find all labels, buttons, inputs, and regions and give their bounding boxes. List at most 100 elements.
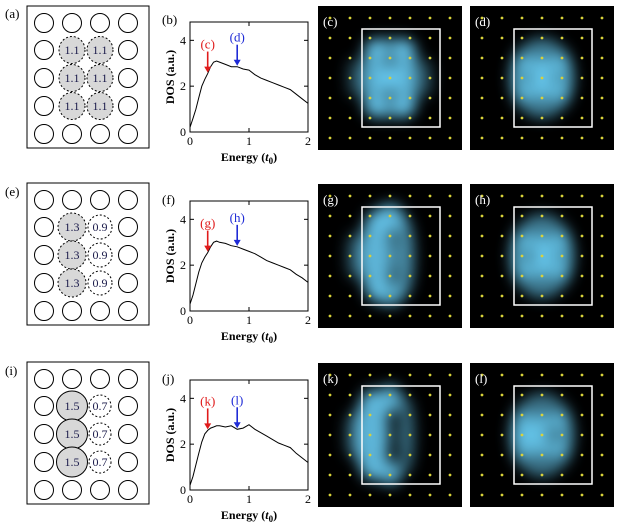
lattice-dot — [368, 36, 372, 40]
site-value-right: 1.1 — [93, 43, 108, 57]
lattice-dot — [408, 413, 412, 417]
region-box — [513, 206, 593, 306]
lattice-dot — [500, 473, 504, 477]
lattice-dot — [368, 393, 372, 397]
lattice-dots — [328, 16, 452, 140]
arrow-head — [233, 422, 241, 429]
lattice-dot — [500, 234, 504, 238]
row-1: (a) 1.1 1.1 1.1 1.1 1.1 1.1 — [5, 5, 614, 166]
panel-label-j: (j) — [162, 371, 174, 386]
lattice-dot — [500, 314, 504, 318]
lattice-dot — [448, 136, 452, 140]
lattice-dot — [348, 473, 352, 477]
ldos-map-c: (c) — [318, 6, 462, 150]
lattice-dot — [600, 373, 604, 377]
lattice-dot — [520, 473, 524, 477]
panel-label-f: (f) — [162, 192, 175, 207]
lattice-dot — [348, 294, 352, 298]
lattice-dot — [368, 373, 372, 377]
lattice-dots — [480, 16, 604, 140]
lattice-dot — [428, 413, 432, 417]
lattice-dot — [520, 433, 524, 437]
lattice-dot — [540, 453, 544, 457]
lattice-dot — [408, 76, 412, 80]
lattice-dot — [600, 76, 604, 80]
panel-label-h: (h) — [475, 192, 490, 207]
lattice-dot — [520, 413, 524, 417]
site-value-right: 1.1 — [93, 99, 108, 113]
lattice-dot — [348, 314, 352, 318]
lattice-dot — [348, 234, 352, 238]
lattice-dot — [580, 36, 584, 40]
lattice-dot — [600, 16, 604, 20]
arrow-head — [204, 423, 212, 430]
right-sites — [87, 214, 113, 296]
lattice-dot — [600, 36, 604, 40]
lattice-dot — [560, 56, 564, 60]
lattice-dot — [480, 493, 484, 497]
lattice-dot — [500, 373, 504, 377]
region-box — [361, 385, 441, 485]
lattice-dot — [328, 274, 332, 278]
lattice-dot — [560, 294, 564, 298]
panel-label-d: (d) — [475, 14, 490, 29]
lattice-dot — [428, 76, 432, 80]
lattice-dot — [448, 294, 452, 298]
lattice-dot — [328, 116, 332, 120]
lattice-dot — [448, 36, 452, 40]
y-axis-label: DOS (a.u.) — [163, 50, 177, 104]
lattice-dot — [540, 56, 544, 60]
lattice-dot — [580, 493, 584, 497]
lattice-dot — [428, 116, 432, 120]
lattice-dot — [540, 493, 544, 497]
lattice-dot — [540, 393, 544, 397]
lattice-dot — [408, 36, 412, 40]
lattice-dot — [480, 234, 484, 238]
lattice-dot — [480, 254, 484, 258]
lattice-dot — [560, 116, 564, 120]
lattice-dot — [540, 16, 544, 20]
lattice-dot — [348, 214, 352, 218]
lattice-dot — [580, 76, 584, 80]
lattice-dot — [428, 493, 432, 497]
lattice-dot — [448, 116, 452, 120]
lattice-dot — [600, 433, 604, 437]
lattice-dot — [448, 56, 452, 60]
lattice-dot — [328, 136, 332, 140]
arrow-head — [233, 239, 241, 246]
lattice-dot — [520, 493, 524, 497]
lattice-dot — [428, 96, 432, 100]
lattice-dot — [348, 76, 352, 80]
site-grid — [34, 369, 138, 500]
lattice-dot — [448, 473, 452, 477]
lattice-dot — [388, 194, 392, 198]
lattice-dot — [428, 294, 432, 298]
y-tick-label: 2 — [180, 258, 186, 272]
arrow-label: (g) — [200, 216, 215, 231]
lattice-dot — [328, 433, 332, 437]
site-value-right: 0.9 — [93, 248, 108, 262]
lattice-dot — [480, 433, 484, 437]
lattice-dot — [600, 473, 604, 477]
lattice-dot — [368, 194, 372, 198]
lattice-dot — [328, 76, 332, 80]
lattice-dot — [480, 314, 484, 318]
lattice-dot — [448, 234, 452, 238]
lattice-dot — [600, 393, 604, 397]
lattice-dot — [580, 453, 584, 457]
lattice-dot — [348, 254, 352, 258]
region-box — [513, 28, 593, 128]
lattice-dot — [560, 413, 564, 417]
lattice-dot — [328, 194, 332, 198]
site-value-left: 1.5 — [65, 427, 80, 441]
lattice-dot — [600, 254, 604, 258]
lattice-dot — [388, 136, 392, 140]
y-tick-label: 2 — [180, 437, 186, 451]
lattice-dot — [328, 214, 332, 218]
lattice-dot — [448, 254, 452, 258]
lattice-dot — [368, 136, 372, 140]
lattice-dot — [428, 393, 432, 397]
lattice-dot — [540, 413, 544, 417]
lattice-dots — [480, 194, 604, 318]
lattice-dot — [368, 294, 372, 298]
